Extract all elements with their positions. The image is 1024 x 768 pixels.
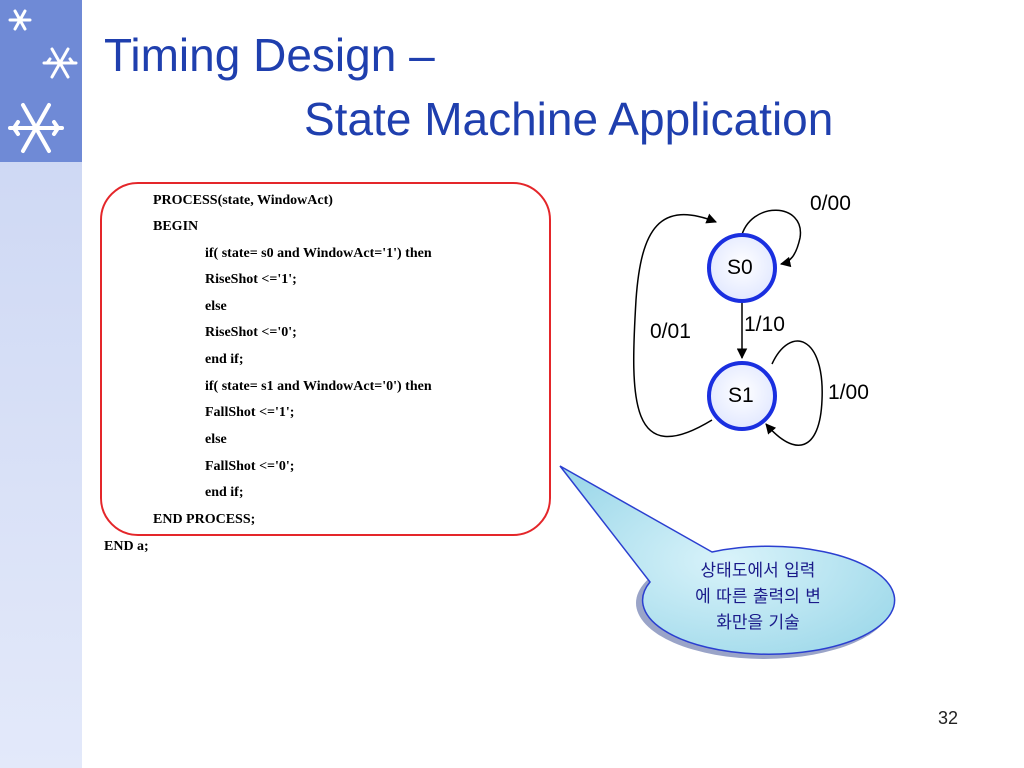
code-line: end if;: [205, 352, 244, 367]
state-s1-node: [707, 361, 777, 431]
code-line: BEGIN: [153, 219, 199, 234]
callout-line: 화만을 기술: [716, 613, 800, 633]
callout-line: 에 따른 출력의 변: [695, 587, 821, 607]
state-s1-label: S1: [728, 384, 754, 407]
code-line: if( state= s0 and WindowAct='1') then: [205, 246, 432, 261]
state-s0-node: [707, 233, 777, 303]
snowflake-icon: [8, 9, 78, 153]
code-line: if( state= s1 and WindowAct='0') then: [205, 379, 432, 394]
transition-s1-to-s0: [633, 213, 717, 438]
slide-title-line1: Timing Design –: [104, 29, 435, 81]
code-line: FallShot <='1';: [205, 405, 295, 420]
transition-label-s0-self: 0/00: [810, 192, 851, 215]
code-line: END PROCESS;: [153, 512, 256, 527]
code-line: end if;: [205, 485, 244, 500]
code-line: RiseShot <='0';: [205, 325, 297, 340]
code-line: RiseShot <='1';: [205, 272, 297, 287]
state-s0-label: S0: [727, 256, 753, 279]
code-line: FallShot <='0';: [205, 459, 295, 474]
code-line: PROCESS(state, WindowAct): [153, 193, 333, 208]
callout-text: 상태도에서 입력 에 따른 출력의 변 화만을 기술: [648, 558, 868, 636]
callout-bubble: [559, 465, 896, 659]
code-line: END a;: [104, 539, 149, 554]
code-line: else: [205, 432, 227, 447]
transition-s1-self: [765, 340, 823, 446]
transition-label-s1-self: 1/00: [828, 381, 869, 404]
code-box: [100, 182, 551, 536]
transition-label-s0-to-s1: 1/10: [744, 313, 785, 336]
code-line: else: [205, 299, 227, 314]
page-number: 32: [938, 708, 959, 728]
transition-label-s1-to-s0: 0/01: [650, 320, 691, 343]
slide-title-line2: State Machine Application: [304, 93, 834, 145]
transition-s0-self: [740, 209, 802, 268]
callout-line: 상태도에서 입력: [700, 561, 816, 581]
